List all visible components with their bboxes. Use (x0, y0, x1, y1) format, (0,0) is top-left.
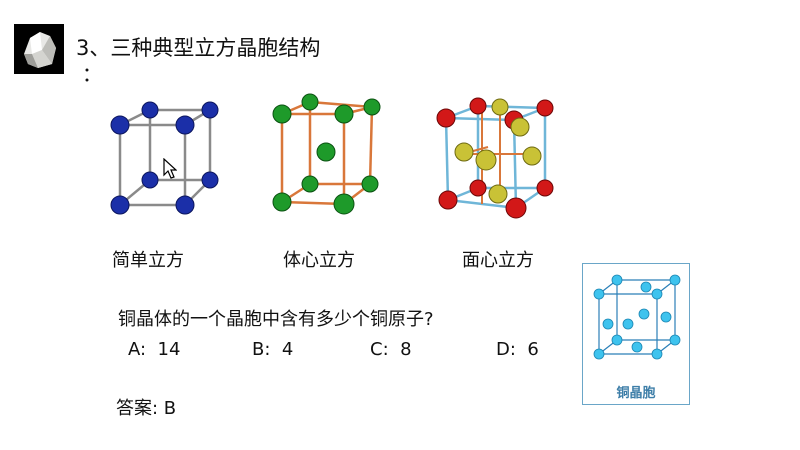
body-centered-cubic-cell (272, 93, 381, 215)
atom (110, 115, 130, 135)
atom (631, 341, 643, 353)
option-d-value: 6 (527, 339, 539, 360)
face-atom (522, 146, 542, 166)
atom (638, 308, 650, 320)
face-atom (488, 184, 508, 204)
option-d-key: D: (496, 339, 516, 360)
crystal-logo-icon (14, 24, 64, 74)
atom (651, 288, 663, 300)
atom (640, 281, 652, 293)
atom (272, 192, 292, 212)
atom (201, 101, 219, 119)
option-d: D: 6 (496, 339, 539, 360)
mouse-cursor-icon (163, 158, 177, 179)
corner-atom (469, 97, 487, 115)
corner-atom (469, 179, 487, 197)
question-text: 铜晶体的一个晶胞中含有多少个铜原子? (118, 309, 434, 330)
atom (622, 318, 634, 330)
atom (333, 193, 355, 215)
face-centered-cubic-cell (436, 97, 554, 219)
atom (141, 101, 159, 119)
answer-text: 答案: B (116, 398, 177, 419)
atom (272, 104, 292, 124)
atom (593, 348, 605, 360)
atom (611, 274, 623, 286)
atom (669, 334, 681, 346)
option-c-value: 8 (400, 339, 412, 360)
simple-cubic-cell (110, 101, 219, 215)
corner-atom (436, 108, 456, 128)
simple-cubic-label: 简单立方 (112, 250, 184, 271)
atom (651, 348, 663, 360)
option-a-key: A: (128, 339, 147, 360)
face-atom (491, 98, 509, 116)
option-b: B: 4 (252, 339, 293, 360)
copper-cell-panel: 铜晶胞 (582, 263, 690, 405)
center-atom (316, 142, 336, 162)
corner-atom (438, 190, 458, 210)
atom (301, 93, 319, 111)
face-atom (454, 142, 474, 162)
atom (363, 98, 381, 116)
atom (334, 104, 354, 124)
corner-atom (536, 99, 554, 117)
atom (660, 311, 672, 323)
atom (110, 195, 130, 215)
option-a: A: 14 (128, 339, 180, 360)
face-atom (475, 149, 497, 171)
copper-cell-label: 铜晶胞 (616, 386, 656, 401)
atom (361, 175, 379, 193)
atom (175, 195, 195, 215)
atom (141, 171, 159, 189)
face-centered-cubic-label: 面心立方 (462, 250, 534, 271)
atom (301, 175, 319, 193)
slide-title: 3、三种典型立方晶胞结构 (76, 36, 321, 60)
atom (611, 334, 623, 346)
body-centered-cubic-label: 体心立方 (283, 250, 355, 271)
corner-atom (536, 179, 554, 197)
copper-cell-diagram (593, 274, 681, 360)
atom (175, 115, 195, 135)
option-b-value: 4 (281, 339, 294, 360)
option-c: C: 8 (370, 339, 412, 360)
option-b-key: B: (252, 339, 271, 360)
corner-atom (505, 197, 527, 219)
option-c-key: C: (370, 339, 389, 360)
atom (669, 274, 681, 286)
atom (593, 288, 605, 300)
atom (201, 171, 219, 189)
face-atom (510, 117, 530, 137)
option-a-value: 14 (157, 339, 181, 360)
title-colon: ： (82, 62, 102, 86)
atom (602, 318, 614, 330)
